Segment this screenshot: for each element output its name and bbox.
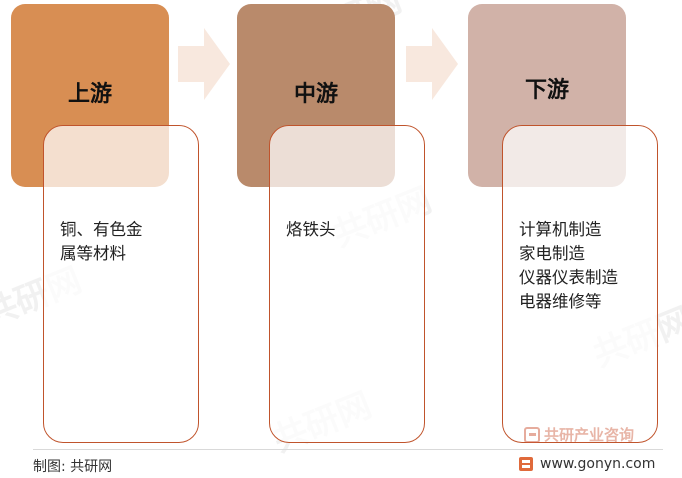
gonyn-logo-icon [519,457,533,471]
website-link[interactable]: www.gonyn.com [518,456,655,472]
brand-logo-icon [524,426,540,443]
midstream-box: 烙铁头 [269,125,425,443]
item-line: 烙铁头 [286,220,336,239]
downstream-box: 计算机制造 家电制造 仪器仪表制造 电器维修等 [502,125,658,443]
downstream-title: 下游 [524,78,569,103]
item-line: 电器维修等 [519,292,602,311]
item-line: 仪器仪表制造 [519,268,618,287]
brand-mark: 共研产业咨询 [524,424,634,445]
upstream-box: 铜、有色金 属等材料 [43,125,199,443]
midstream-title: 中游 [293,82,338,107]
item-line: 计算机制造 [519,220,602,239]
chart-credit: 制图: 共研网 [33,459,113,475]
item-line: 属等材料 [60,244,126,263]
downstream-items: 计算机制造 家电制造 仪器仪表制造 电器维修等 [519,218,649,314]
item-line: 家电制造 [519,244,585,263]
right-arrow-icon [406,28,458,100]
website-text[interactable]: www.gonyn.com [540,456,656,472]
footer-divider [33,449,663,450]
midstream-items: 烙铁头 [286,218,416,242]
right-arrow-icon [178,28,230,100]
upstream-title: 上游 [67,82,112,107]
brand-text: 共研产业咨询 [544,426,635,444]
item-line: 铜、有色金 [60,220,143,239]
upstream-items: 铜、有色金 属等材料 [60,218,190,266]
